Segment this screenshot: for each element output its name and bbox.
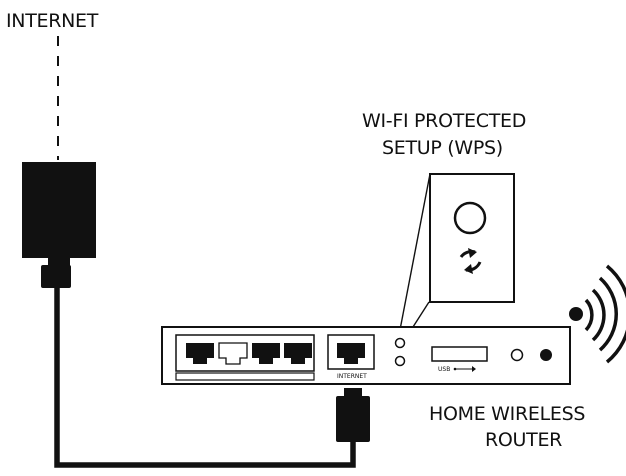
router-label-line1: HOME WIRELESS	[429, 403, 585, 425]
wps-button-icon	[453, 201, 487, 274]
wps-label-line1: WI-FI PROTECTED	[362, 110, 526, 132]
usb-label: USB	[438, 366, 450, 373]
lan-ports	[175, 334, 315, 381]
reset-button-icon	[510, 348, 524, 362]
wps-label-line2: SETUP (WPS)	[382, 137, 503, 159]
power-jack-icon	[540, 349, 552, 361]
internet-label: INTERNET	[6, 10, 99, 32]
usb-port	[431, 346, 488, 362]
modem-plug-icon	[41, 258, 71, 288]
internet-port-label: INTERNET	[337, 373, 367, 380]
wifi-signal-icon	[569, 264, 626, 364]
router-plug-icon	[336, 388, 370, 442]
usb-symbol-icon	[453, 366, 476, 372]
wps-button-small-icon	[394, 337, 406, 367]
modem-icon	[22, 162, 96, 258]
wps-callout	[398, 173, 515, 342]
ethernet-cable	[54, 288, 356, 468]
internet-port	[327, 334, 375, 370]
router-label-line2: ROUTER	[485, 429, 562, 451]
